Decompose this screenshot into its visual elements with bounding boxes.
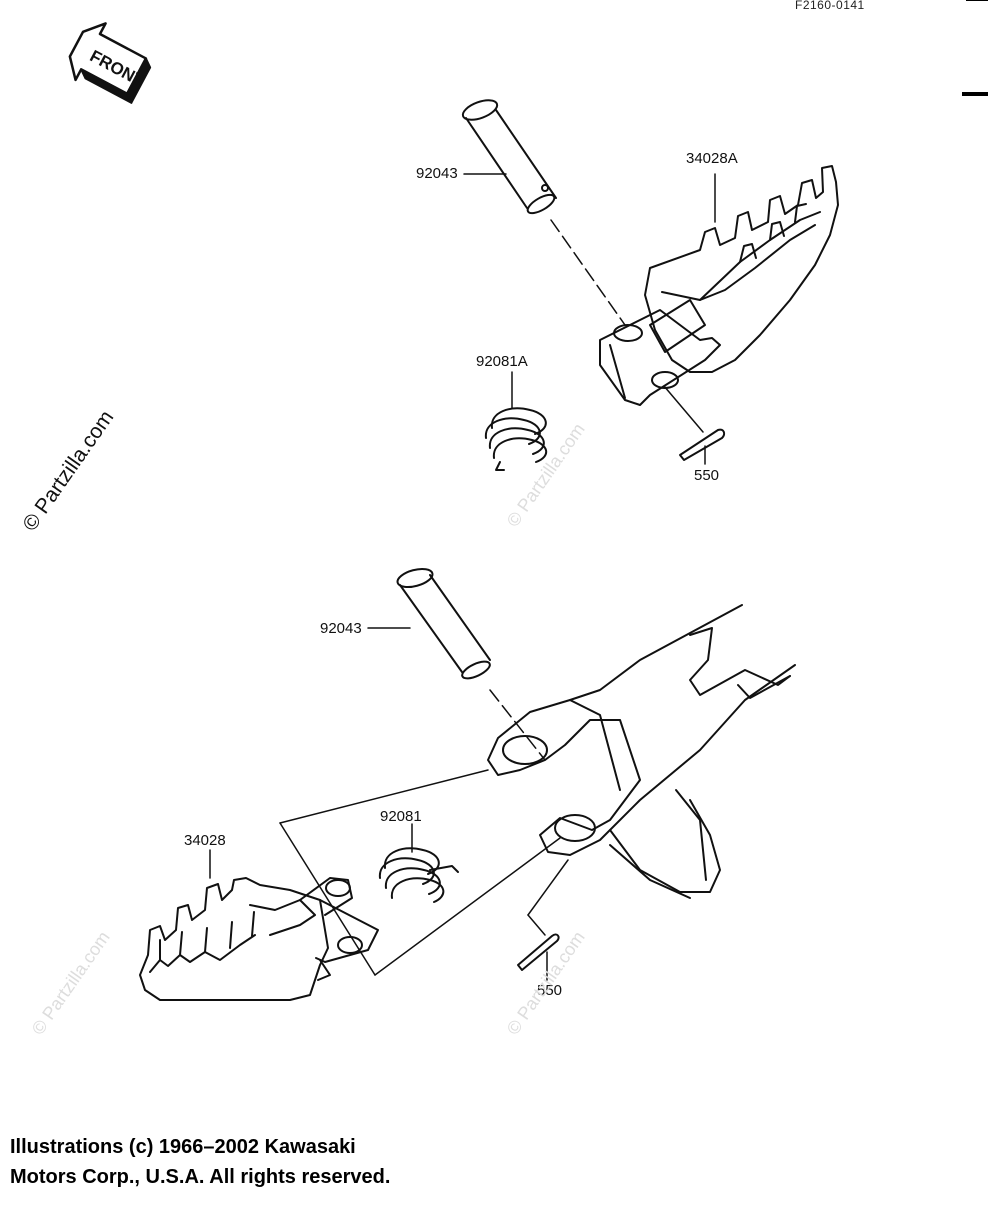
copyright-line-2: Motors Corp., U.S.A. All rights reserved… bbox=[10, 1166, 391, 1188]
label-cotter-upper: 550 bbox=[694, 467, 720, 484]
label-pin-lower: 92043 bbox=[320, 620, 362, 637]
cotter-upper-part bbox=[663, 385, 726, 461]
label-cotter-lower: 550 bbox=[537, 982, 563, 999]
front-arrow-icon: FRONT bbox=[68, 22, 152, 104]
pin-upper-part bbox=[461, 99, 557, 215]
label-peg-lower: 34028 bbox=[184, 832, 226, 849]
copyright-line-1: Illustrations (c) 1966–2002 Kawasaki bbox=[10, 1136, 356, 1158]
label-pin-upper: 92043 bbox=[416, 165, 458, 182]
label-spring-upper: 92081A bbox=[476, 353, 528, 370]
footpeg-lower-part bbox=[139, 877, 379, 1001]
footpeg-upper-part bbox=[599, 165, 839, 406]
label-peg-upper: 34028A bbox=[686, 150, 738, 167]
figure-code: F2160-0141 bbox=[795, 0, 865, 12]
label-spring-lower: 92081 bbox=[380, 808, 422, 825]
pin-lower-part bbox=[396, 567, 491, 680]
copyright-notice: Illustrations (c) 1966–2002 Kawasaki Mot… bbox=[10, 1132, 390, 1192]
frame-bracket-part bbox=[487, 604, 796, 899]
edge-mark bbox=[962, 92, 988, 96]
spring-lower-part bbox=[378, 847, 459, 903]
edge-mark bbox=[966, 0, 988, 1]
cotter-lower-part bbox=[517, 859, 569, 971]
spring-upper-part bbox=[484, 407, 547, 471]
